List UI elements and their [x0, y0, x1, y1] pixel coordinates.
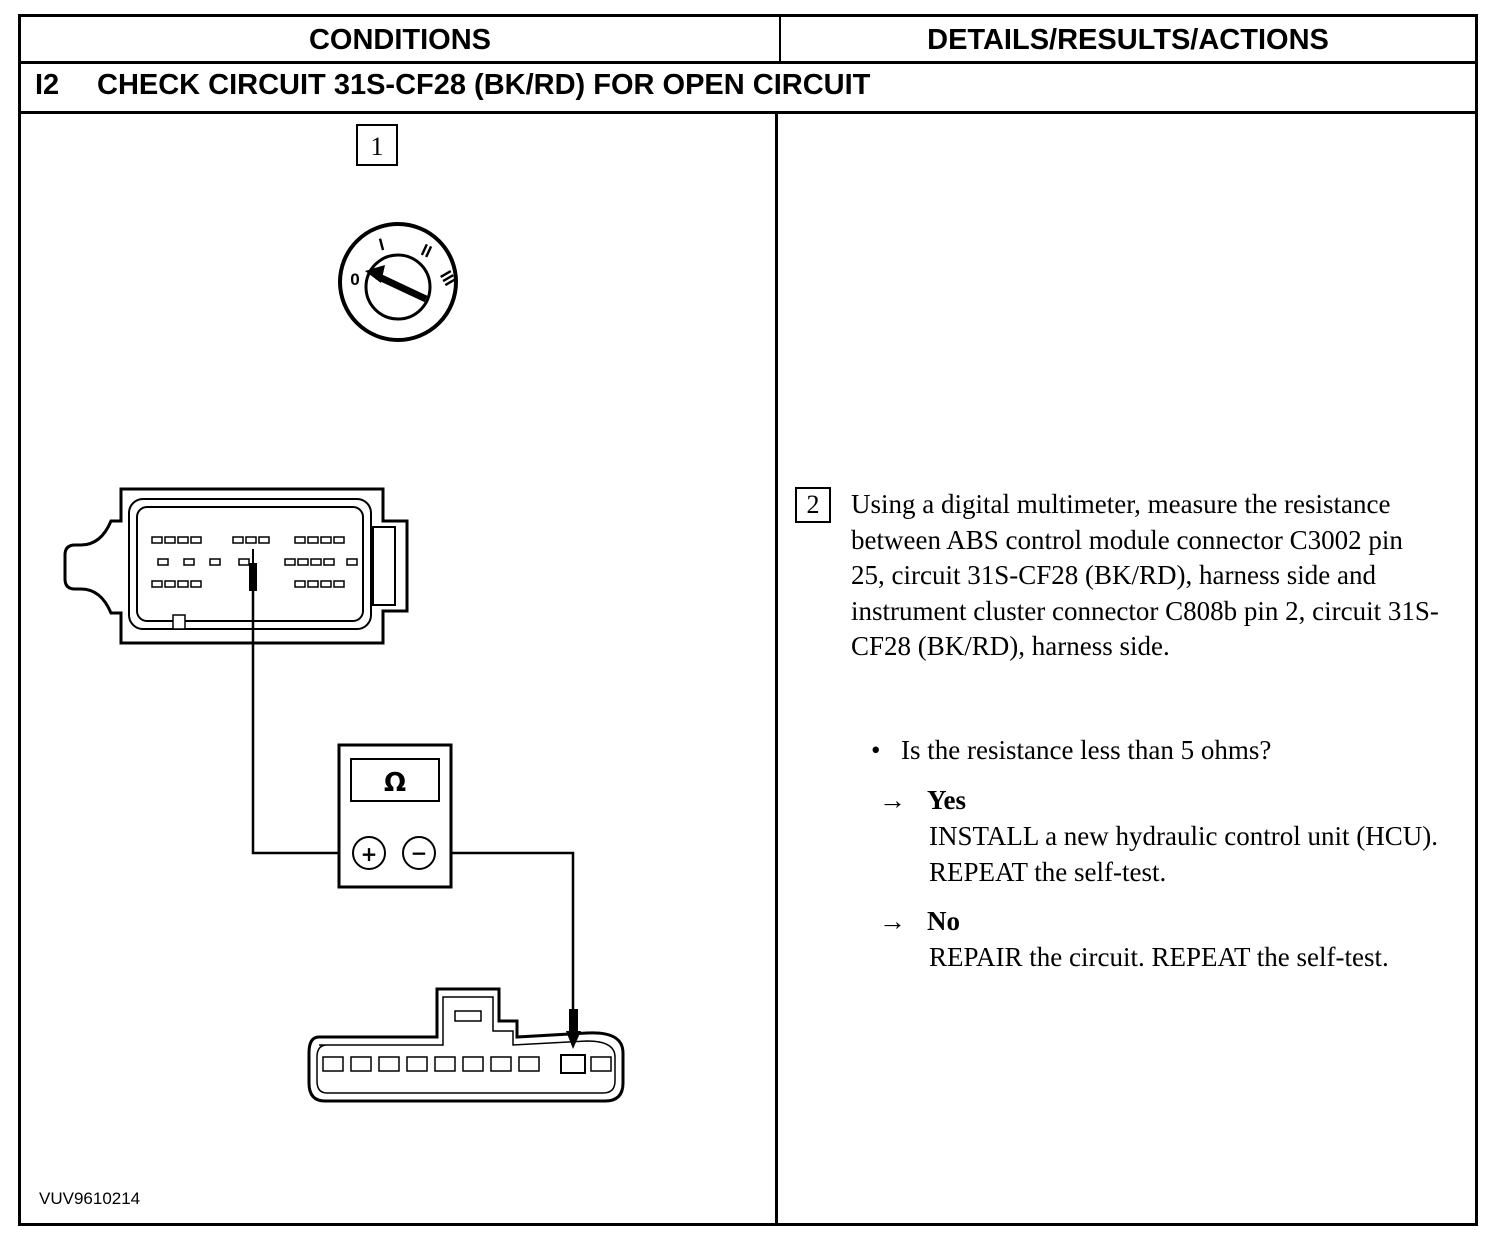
- step-1-box: 1: [356, 124, 398, 166]
- column-divider: [775, 111, 778, 1223]
- no-action-text: REPAIR the circuit. REPEAT the self-test…: [929, 942, 1389, 972]
- details-header: DETAILS/RESULTS/ACTIONS: [927, 23, 1329, 56]
- title-divider: [21, 111, 1475, 114]
- step-number: I2: [35, 68, 60, 101]
- ignition-pos-0: 0: [350, 270, 359, 289]
- question-text: Is the resistance less than 5 ohms?: [901, 735, 1272, 765]
- test-leads: [251, 591, 575, 1009]
- instruction-text: Using a digital multimeter, measure the …: [851, 489, 1439, 661]
- minus-terminal: −: [411, 841, 428, 865]
- multimeter-icon: Ω + −: [337, 743, 453, 889]
- no-label: No: [927, 906, 960, 936]
- no-arrow-icon: →: [879, 906, 906, 936]
- yes-action-text: INSTALL a new hydraulic control unit (HC…: [929, 821, 1438, 887]
- conditions-diagram: 1 0 I II III: [63, 124, 625, 1103]
- abs-module-connector: [63, 487, 409, 645]
- header-divider: [21, 61, 1475, 64]
- step-1-label: 1: [371, 132, 384, 161]
- yes-label: Yes: [927, 785, 966, 815]
- plus-terminal: +: [361, 842, 378, 866]
- ignition-pos-2: II: [418, 240, 435, 261]
- ohm-symbol: Ω: [384, 768, 406, 798]
- procedure-table: CONDITIONS DETAILS/RESULTS/ACTIONS I2 CH…: [18, 14, 1478, 1226]
- instrument-cluster-connector: [307, 987, 625, 1103]
- step-title: I2 CHECK CIRCUIT 31S-CF28 (BK/RD) FOR OP…: [35, 65, 870, 105]
- yes-arrow-icon: →: [879, 785, 906, 815]
- question-line: • Is the resistance less than 5 ohms?: [871, 733, 1471, 769]
- ignition-pos-1: I: [377, 235, 386, 255]
- bullet-icon: •: [871, 735, 881, 765]
- figure-id: VUV9610214: [39, 1189, 141, 1208]
- conditions-header: CONDITIONS: [21, 17, 781, 63]
- step-title-text: CHECK CIRCUIT 31S-CF28 (BK/RD) FOR OPEN …: [97, 68, 871, 101]
- step-2-box: 2: [795, 487, 831, 523]
- ignition-switch-icon: 0 I II III: [338, 222, 460, 342]
